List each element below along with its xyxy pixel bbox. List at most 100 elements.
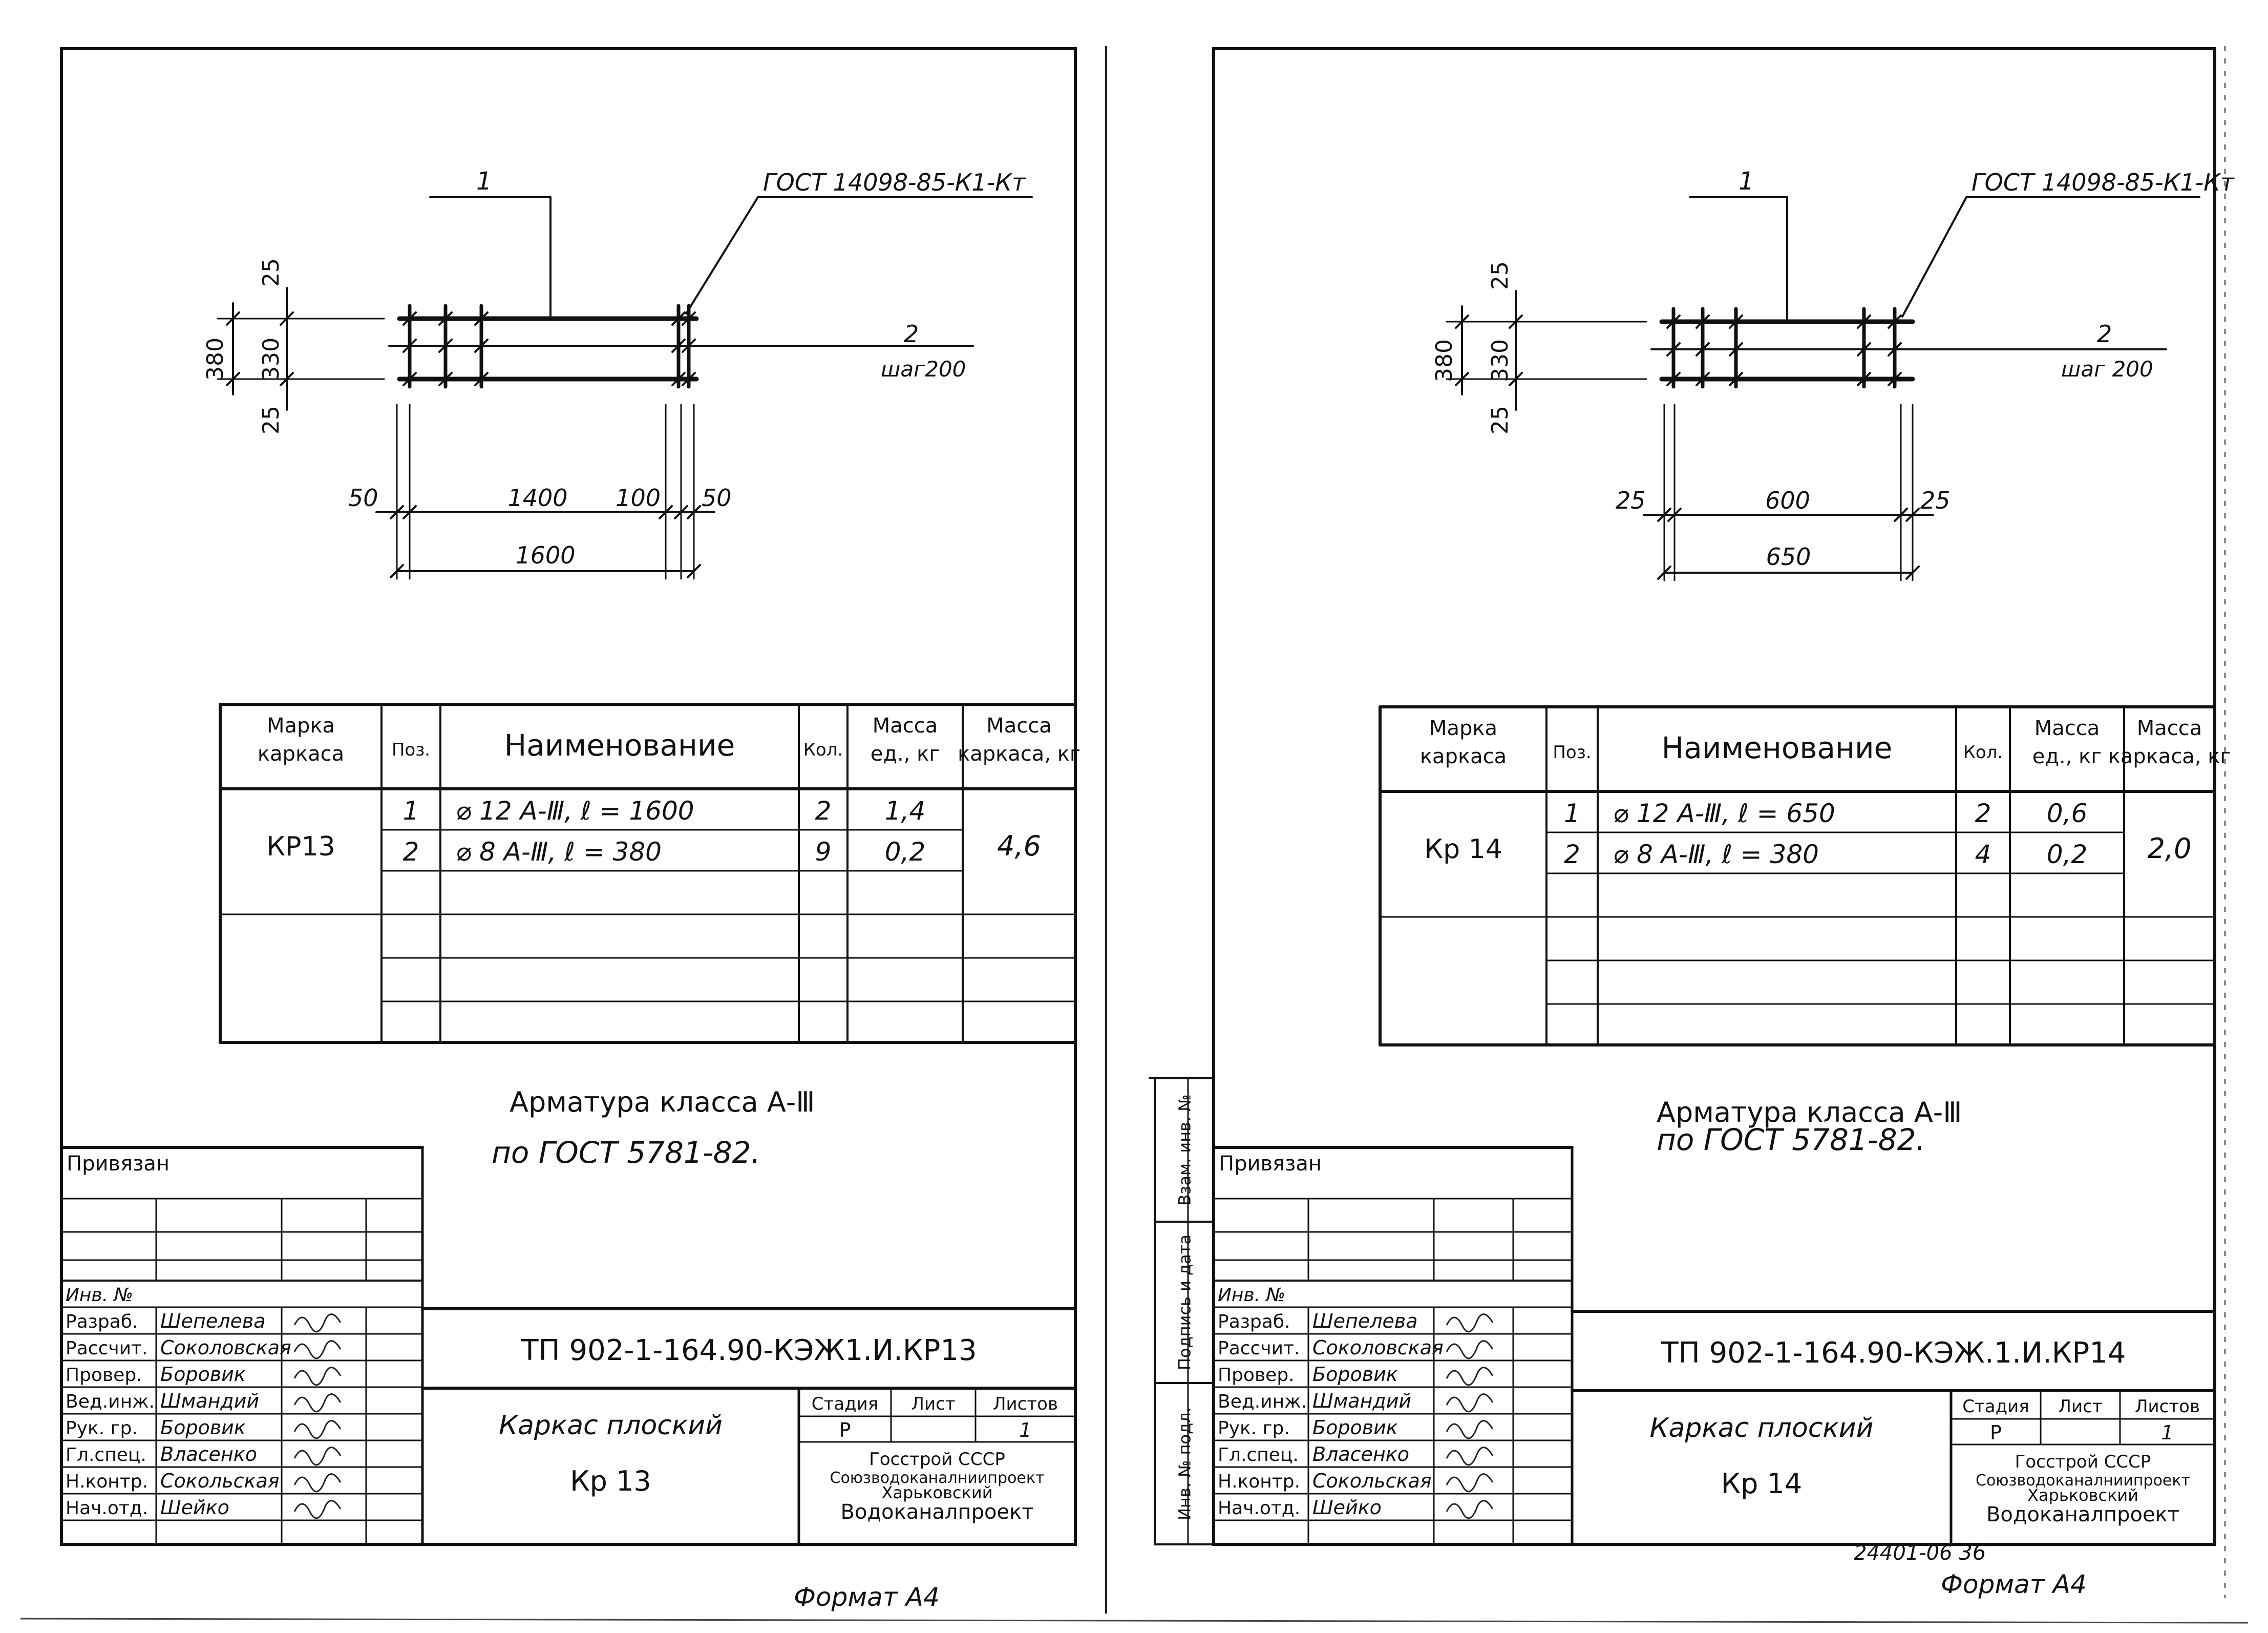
- title-name: Боровик: [160, 1416, 246, 1439]
- signature-mark: [293, 1340, 342, 1359]
- signature-mark: [293, 1367, 342, 1386]
- dim-tick: [390, 564, 404, 578]
- dim-h2: 600: [1765, 487, 1810, 514]
- dim-tick: [1657, 566, 1671, 580]
- title-role: Разраб.: [66, 1311, 138, 1332]
- title-role: Рук. гр.: [1218, 1418, 1290, 1439]
- row-unit-mass: 0,2: [885, 837, 926, 867]
- weld-mark: [682, 372, 696, 386]
- title-name: Власенко: [160, 1443, 257, 1465]
- header-mark-line1: Марка: [267, 714, 335, 738]
- leader-weld-gost: [685, 196, 759, 315]
- row-name: ⌀ 8 А-Ⅲ, ℓ = 380: [456, 837, 662, 867]
- label-step: шаг 200: [2061, 357, 2153, 382]
- dim-tick: [226, 372, 240, 386]
- weld-mark: [1695, 372, 1710, 386]
- row-frame-mass: 2,0: [2148, 832, 2192, 865]
- title-name: Шепелева: [1312, 1310, 1418, 1332]
- row-name: ⌀ 12 А-Ⅲ, ℓ = 1600: [456, 796, 694, 826]
- archive-number: 24401-06: [1854, 1541, 1953, 1565]
- label-step: шаг200: [881, 357, 966, 382]
- header-qty: Кол.: [803, 740, 843, 760]
- dim-h1: 25: [1616, 487, 1646, 514]
- title-stage-header: Стадия: [1962, 1396, 2029, 1417]
- title-role: Рук. гр.: [66, 1418, 138, 1439]
- title-stage: Р: [1990, 1421, 2002, 1444]
- header-frame-mass-line2: каркаса, кг: [958, 742, 1080, 766]
- weld-mark: [438, 311, 453, 326]
- title-name: Шепелева: [160, 1310, 266, 1332]
- title-org-line1: Госстрой СССР: [869, 1449, 1005, 1470]
- weld-mark: [1695, 315, 1710, 329]
- weld-mark: [1888, 372, 1902, 386]
- frame-mark: КР13: [266, 831, 335, 862]
- signature-mark: [1446, 1340, 1494, 1359]
- title-role: Гл.спец.: [1218, 1444, 1299, 1465]
- note-gost: по ГОСТ 5781-82.: [492, 1135, 760, 1170]
- row-frame-mass: 4,6: [997, 830, 1041, 862]
- title-name: Сокольская: [1312, 1470, 1432, 1492]
- signature-mark: [293, 1420, 342, 1439]
- header-mark-line2: каркаса: [1420, 745, 1507, 768]
- signature-mark: [1446, 1500, 1494, 1519]
- title-name: Сокольская: [160, 1470, 280, 1492]
- header-frame-mass-line2: каркаса, кг: [2108, 745, 2231, 768]
- title-role: Нач.отд.: [66, 1498, 148, 1519]
- weld-mark: [671, 311, 686, 326]
- weld-mark: [1857, 315, 1871, 329]
- title-name: Шмандий: [160, 1390, 259, 1412]
- title-object-line2: Кр 13: [570, 1465, 651, 1497]
- title-org-line3: Харьковский: [2027, 1485, 2138, 1505]
- row-unit-mass: 0,6: [2047, 799, 2088, 828]
- weld-mark: [1729, 315, 1743, 329]
- weld-mark: [474, 372, 489, 386]
- row-name: ⌀ 12 А-Ⅲ, ℓ = 650: [1613, 799, 1835, 828]
- title-role: Н.контр.: [1218, 1471, 1300, 1492]
- weld-mark: [402, 339, 417, 353]
- signature-mark: [1446, 1393, 1494, 1413]
- title-role: Гл.спец.: [66, 1444, 146, 1465]
- title-org-line3: Харьковский: [882, 1483, 993, 1502]
- weld-mark: [474, 339, 489, 353]
- weld-mark: [1666, 372, 1681, 386]
- dim-tick: [1905, 508, 1920, 522]
- title-role: Разраб.: [1218, 1311, 1290, 1332]
- weld-mark: [682, 311, 696, 326]
- title-sheets-count: 1: [2161, 1421, 2173, 1444]
- dim-v-top: 25: [1487, 261, 1513, 290]
- trim-line-bottom: [20, 1618, 2249, 1624]
- dim-v-total: 380: [1431, 339, 1457, 382]
- dim-tick: [1905, 566, 1920, 580]
- header-name: Наименование: [504, 728, 735, 763]
- title-stage: Р: [839, 1419, 851, 1441]
- label-pos1: 1: [1739, 167, 1754, 196]
- signature-mark: [293, 1313, 342, 1333]
- title-org-line2: Союзводоканалниипроект: [830, 1469, 1045, 1487]
- signature-mark: [293, 1500, 342, 1519]
- dim-total: 650: [1766, 543, 1811, 571]
- title-sheet-header: Лист: [2058, 1396, 2102, 1417]
- dim-total: 1600: [515, 541, 575, 569]
- dim-tick: [1455, 372, 1469, 386]
- signature-mark: [1446, 1473, 1494, 1493]
- dim-tick: [1657, 508, 1671, 522]
- dim-tick: [1509, 372, 1523, 386]
- dim-tick: [674, 505, 688, 519]
- note-gost: по ГОСТ 5781-82.: [1657, 1122, 1925, 1157]
- row-qty: 4: [1975, 840, 1991, 869]
- format-label: Формат А4: [1941, 1569, 2087, 1599]
- label-pos2: 2: [2097, 320, 2112, 348]
- header-frame-mass-line1: Масса: [986, 714, 1052, 738]
- page-number: 36: [1959, 1540, 1986, 1565]
- weld-mark: [438, 372, 453, 386]
- weld-mark: [402, 372, 417, 386]
- label-pos2: 2: [904, 320, 919, 348]
- weld-mark: [474, 311, 489, 326]
- title-sheets-header: Листов: [993, 1394, 1058, 1414]
- weld-mark: [1695, 342, 1710, 357]
- header-name: Наименование: [1662, 730, 1893, 765]
- title-name: Боровик: [1312, 1363, 1398, 1386]
